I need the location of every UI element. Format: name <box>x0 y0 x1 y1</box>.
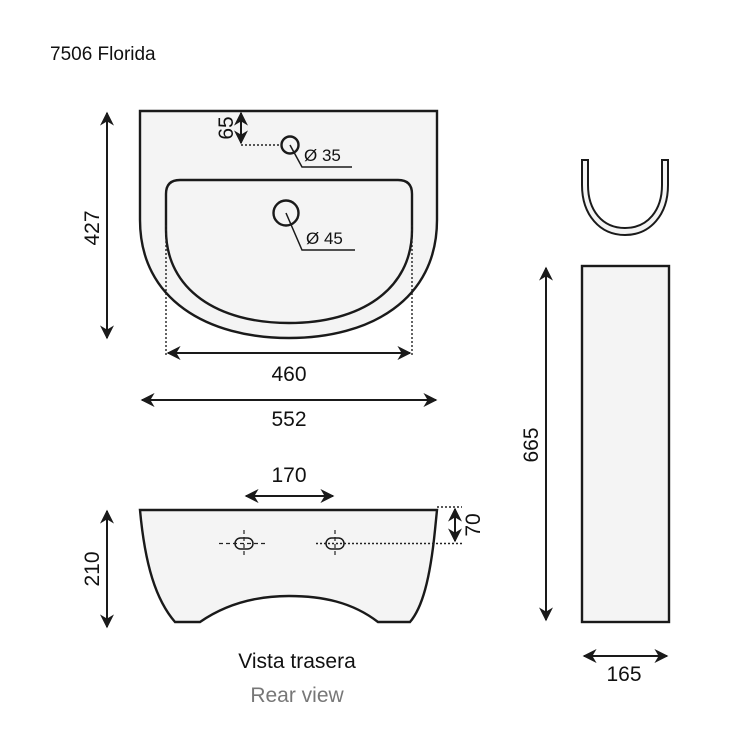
pedestal-width-dim: 165 <box>606 663 641 686</box>
rear-outline <box>138 508 439 624</box>
bowl-outline <box>164 178 414 325</box>
pedestal-height-dim: 665 <box>520 427 543 462</box>
depth-dim: 427 <box>81 210 104 245</box>
caption-spanish: Vista trasera <box>238 650 356 673</box>
pedestal-side <box>580 264 671 624</box>
fixing-slot-left <box>219 530 268 557</box>
pedestal-view: 665 165 <box>520 159 671 686</box>
pedestal-top-profile <box>581 159 669 237</box>
fixing-height-dim: 70 <box>462 513 485 536</box>
fixing-spacing-dim: 170 <box>271 464 306 487</box>
top-view: Ø 35 Ø 45 65 427 460 552 <box>81 109 439 431</box>
rear-view: 70 170 210 Vista trasera Rear view <box>81 464 485 707</box>
total-width-dim: 552 <box>271 408 306 431</box>
tap-hole-label: Ø 35 <box>304 146 341 165</box>
drain-hole-leader <box>285 212 355 251</box>
product-title: 7506 Florida <box>50 44 156 65</box>
tap-hole-leader <box>289 144 352 168</box>
drain-hole-label: Ø 45 <box>306 229 343 248</box>
tap-offset-dim: 65 <box>215 116 238 139</box>
bowl-width-dim: 460 <box>271 363 306 386</box>
rear-height-dim: 210 <box>81 551 104 586</box>
caption-english: Rear view <box>250 684 344 707</box>
